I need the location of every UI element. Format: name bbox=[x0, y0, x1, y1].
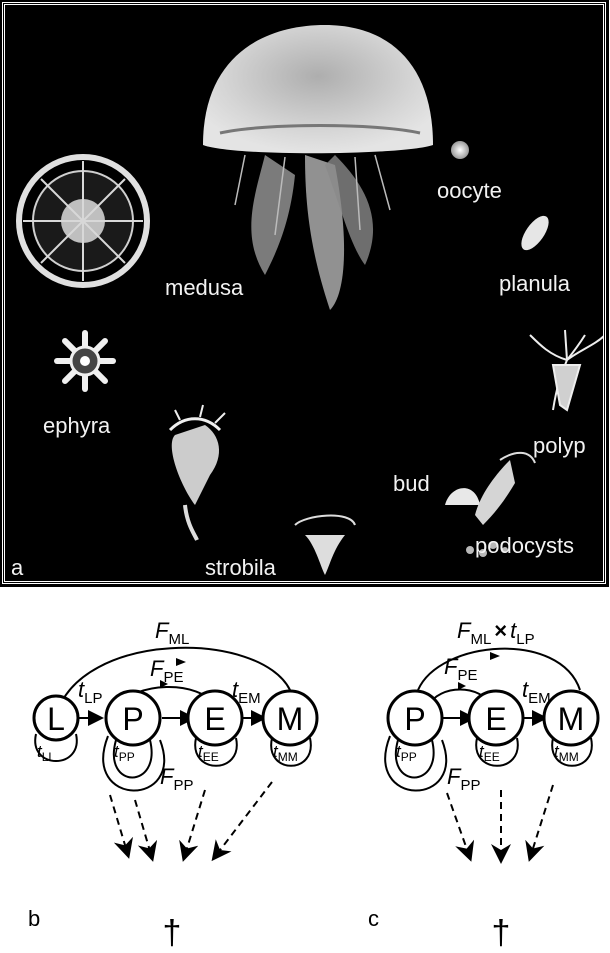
death-arrow-l bbox=[110, 795, 128, 855]
label-fpp: FPP bbox=[160, 764, 193, 794]
panel-c-diagram: P E M FML×tLP FPE tEM tPP tEE tMM FPP † … bbox=[368, 618, 598, 952]
death-dagger-b: † bbox=[163, 914, 182, 952]
label-tlp: tLP bbox=[78, 677, 102, 707]
panel-c-letter: c bbox=[368, 906, 379, 931]
node-m-label: M bbox=[277, 701, 304, 737]
panel-b-diagram: L P E M FML tLP FPE tEM tLL tPP tEE tMM … bbox=[28, 618, 317, 952]
node-c-p-label: P bbox=[404, 701, 425, 737]
death-arrow-c-m bbox=[530, 785, 553, 858]
node-c-m-label: M bbox=[558, 701, 585, 737]
arc-fml-tlp bbox=[418, 649, 580, 690]
label-c-fml-tlp: FML×tLP bbox=[457, 618, 535, 648]
label-c-fpp: FPP bbox=[447, 764, 480, 794]
death-arrow-e bbox=[184, 790, 205, 858]
label-tll: tLL bbox=[37, 742, 55, 764]
death-arrow-p bbox=[135, 800, 152, 858]
node-c-e-label: E bbox=[485, 701, 506, 737]
label-c-tem: tEM bbox=[522, 677, 551, 707]
death-arrow-m bbox=[214, 782, 272, 858]
label-fml: FML bbox=[155, 618, 189, 648]
node-e-label: E bbox=[204, 701, 225, 737]
node-p-label: P bbox=[122, 701, 143, 737]
label-c-fpe: FPE bbox=[444, 654, 477, 684]
death-arrow-c-p bbox=[447, 793, 470, 858]
node-l-label: L bbox=[47, 701, 65, 737]
death-dagger-c: † bbox=[492, 914, 511, 952]
panel-b-letter: b bbox=[28, 906, 40, 931]
